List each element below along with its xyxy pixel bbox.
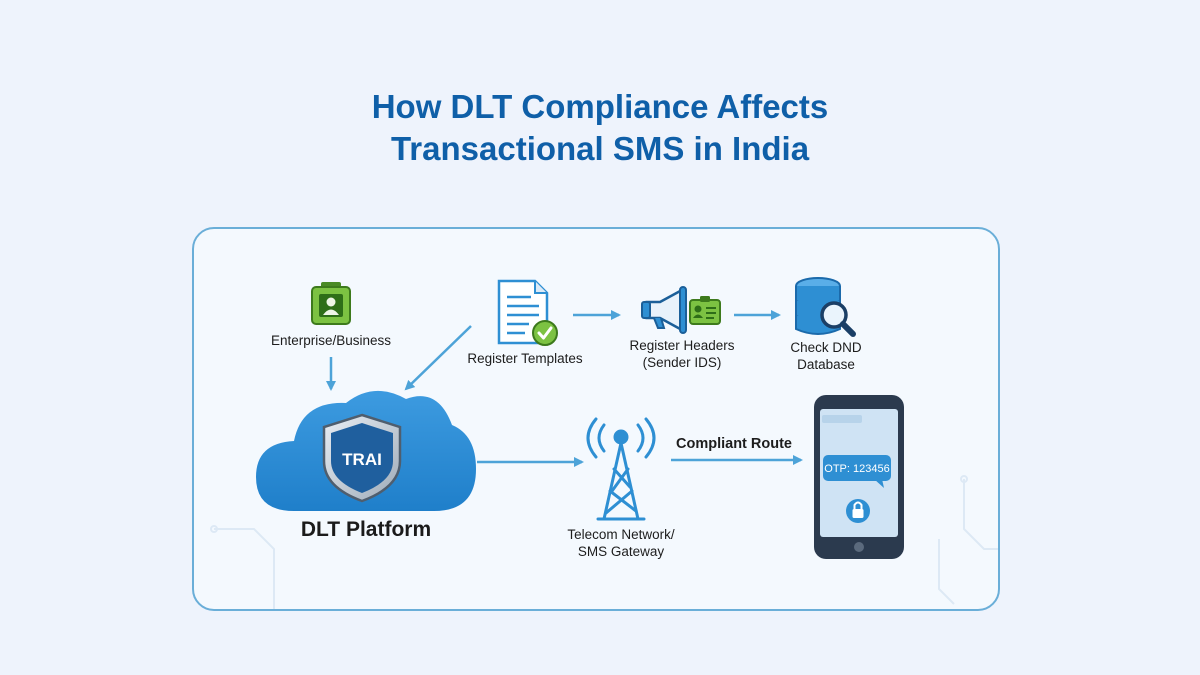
headers-label: Register Headers (Sender IDS) <box>608 337 756 371</box>
templates-label: Register Templates <box>467 351 583 366</box>
compliant-route-label: Compliant Route <box>676 436 792 452</box>
title-line-2: Transactional SMS in India <box>390 130 810 167</box>
decorative-circuit-lines <box>210 475 998 609</box>
cloud-shield-icon: TRAI <box>256 390 476 511</box>
diagram-panel: TRAI OTP: 123456 <box>192 227 1000 611</box>
telecom-label-line-1: Telecom Network/ <box>567 527 675 542</box>
arrow-templates-to-dlt <box>404 325 472 391</box>
dlt-platform-label: DLT Platform <box>300 518 432 541</box>
smartphone-lock-icon: OTP: 123456 <box>814 395 904 559</box>
otp-text: OTP: 123456 <box>824 463 889 475</box>
shield-icon <box>322 413 402 503</box>
id-badge-icon <box>311 282 351 325</box>
flow-arrows <box>326 310 803 467</box>
headers-label-line-1: Register Headers <box>629 338 735 353</box>
enterprise-label: Enterprise/Business <box>270 333 392 348</box>
dnd-label: Check DND Database <box>766 339 886 373</box>
dnd-label-line-1: Check DND <box>790 340 862 355</box>
megaphone-badge-icon <box>641 286 721 334</box>
dnd-label-line-2: Database <box>797 357 855 372</box>
title-line-1: How DLT Compliance Affects <box>371 88 829 125</box>
database-search-icon <box>795 277 856 337</box>
telecom-label-line-2: SMS Gateway <box>577 544 665 559</box>
document-check-icon <box>497 279 558 346</box>
page-title: How DLT Compliance Affects Transactional… <box>0 86 1200 170</box>
diagram-canvas: TRAI OTP: 123456 <box>210 277 998 609</box>
headers-label-line-2: (Sender IDS) <box>642 355 722 370</box>
telecom-label: Telecom Network/ SMS Gateway <box>546 526 696 560</box>
shield-text: TRAI <box>342 450 382 469</box>
tower-icon <box>586 417 656 521</box>
lock-icon <box>846 499 870 523</box>
